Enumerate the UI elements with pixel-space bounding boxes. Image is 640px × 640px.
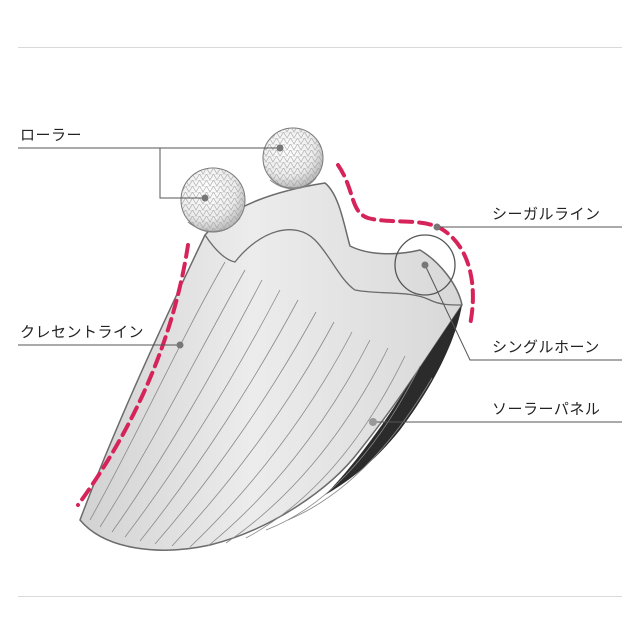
crescent-line-dashed: [76, 243, 190, 507]
bottom-divider: [18, 596, 622, 597]
roller-back: [262, 127, 324, 190]
label-solar-panel: ソーラーパネル: [492, 400, 601, 418]
roller-front: [180, 167, 246, 233]
label-crescent-line: クレセントライン: [20, 323, 145, 341]
single-horn-circle: [394, 234, 456, 296]
leader-dots: [176, 144, 441, 426]
roller-front-dot: [201, 194, 209, 202]
seagull-line-dashed: [336, 163, 475, 327]
leader-lines: [18, 147, 622, 423]
label-seagull-line: シーガルライン: [492, 205, 601, 223]
body-ridges: [89, 261, 433, 548]
roller-back-dot: [276, 144, 284, 152]
single-horn-dot: [421, 261, 429, 269]
seagull-dot: [433, 223, 441, 231]
top-divider: [18, 47, 622, 48]
top-face: [204, 229, 463, 306]
label-single-horn: シングルホーン: [492, 338, 600, 356]
crescent-dot: [176, 341, 184, 349]
solar-panel-dot: [369, 418, 377, 426]
label-roller: ローラー: [20, 126, 83, 144]
